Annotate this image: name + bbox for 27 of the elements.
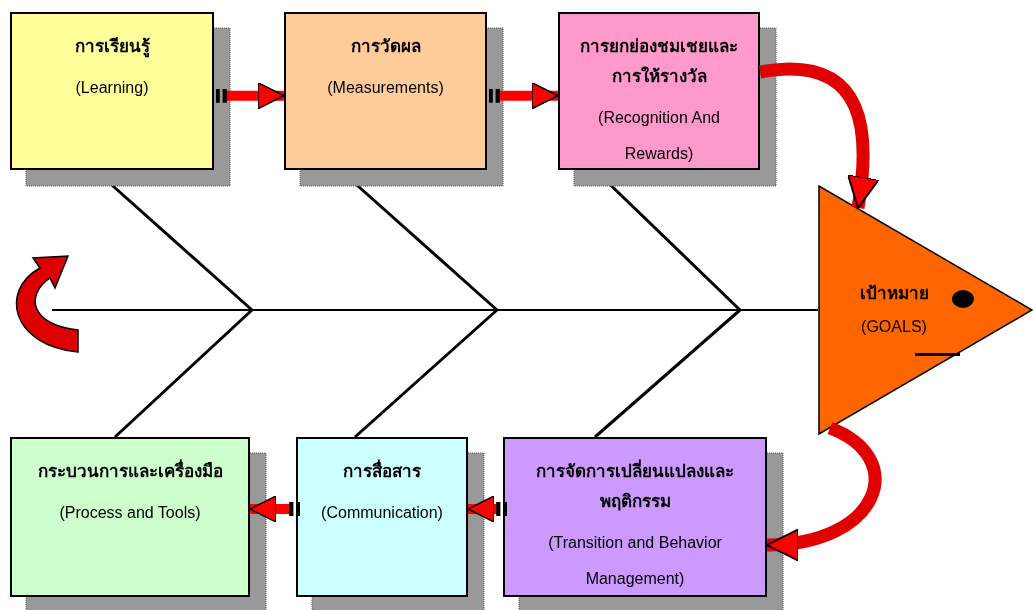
english-subtitle: (Communication) [321, 503, 443, 523]
curved-arrow [766, 422, 882, 560]
block-arrow [488, 81, 559, 110]
english-subtitle: (Recognition And Rewards) [597, 108, 721, 164]
english-subtitle: (Process and Tools) [59, 503, 201, 523]
goal-triangle [818, 185, 1033, 435]
english-subtitle: (GOALS) [861, 316, 927, 337]
category-box [558, 12, 760, 170]
english-subtitle: (Learning) [75, 78, 149, 98]
block-arrow [467, 495, 508, 523]
english-subtitle: (Transition and Behavior Management) [547, 533, 723, 589]
thai-heading: เป้าหมาย [859, 283, 929, 305]
thai-heading: กระบวนการและเครื่องมือ [37, 457, 223, 487]
category-box [10, 12, 214, 170]
thai-heading: การสื่อสาร [343, 457, 421, 487]
block-arrow [249, 495, 301, 523]
curved-arrow [759, 62, 880, 209]
category-box [296, 437, 468, 597]
thai-heading: การวัดผล [350, 36, 421, 58]
english-subtitle: (Measurements) [327, 78, 444, 98]
thai-heading: การเรียนรู้ [74, 36, 150, 60]
block-arrow [215, 81, 285, 110]
category-box [284, 12, 487, 170]
category-box [503, 437, 767, 597]
thai-heading: การยกย่องชมเชยและการให้รางวัล [579, 36, 739, 88]
thai-heading: การจัดการเปลี่ยนแปลงและพฤติกรรม [517, 457, 753, 517]
category-box [10, 437, 250, 597]
